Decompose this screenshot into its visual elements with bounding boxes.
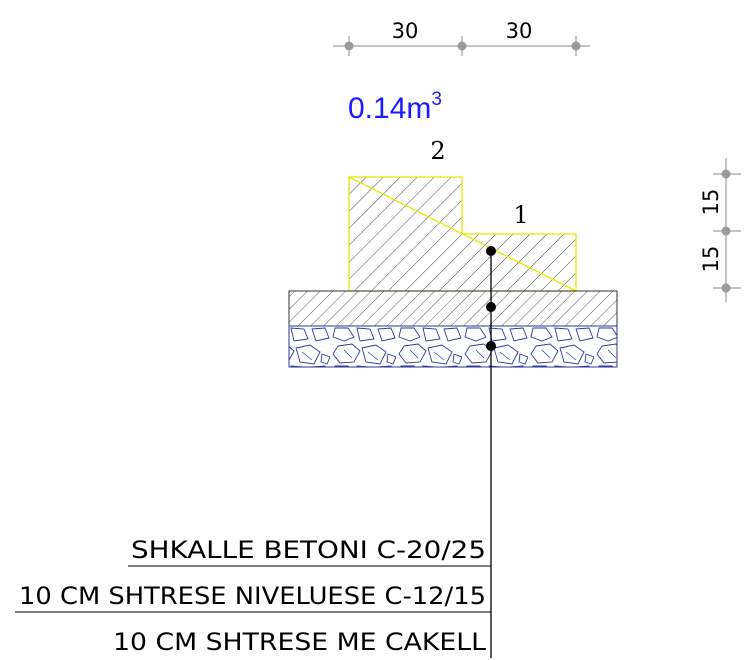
vertical-dimension-label-bottom: 15 [699,246,723,273]
volume-label: 0.14m3 [348,89,442,125]
leader-point-gravel [486,341,496,351]
dimension-point [721,283,731,293]
dimension-point [457,41,467,51]
dimension-point [721,169,731,179]
vertical-dimension-label-top: 15 [699,189,723,216]
dimension-label-left: 30 [392,19,419,43]
layer-leader [15,246,496,658]
dimension-point [571,41,581,51]
step-label-upper: 2 [430,137,445,165]
leader-point-leveling [486,302,496,312]
dimension-label-right: 30 [506,19,533,43]
layer-label-stair: SHKALLE BETONI C-20/25 [131,536,486,564]
vertical-dimension: 15 15 [699,158,741,302]
layer-label-leveling: 10 CM SHTRESE NIVELUESE C-12/15 [19,582,486,610]
dimension-point [344,41,354,51]
leveling-layer [288,290,618,327]
stair-slope-line [348,176,577,292]
dimension-point [721,226,731,236]
gravel-layer [288,325,618,368]
volume-exponent: 3 [431,89,442,110]
layer-label-gravel: 10 CM SHTRESE ME CAKELL [113,628,487,656]
leader-point-stair [486,246,496,256]
horizontal-dimension: 30 30 [333,19,590,56]
volume-value: 0.14m [348,92,431,125]
step-label-lower: 1 [513,201,528,229]
